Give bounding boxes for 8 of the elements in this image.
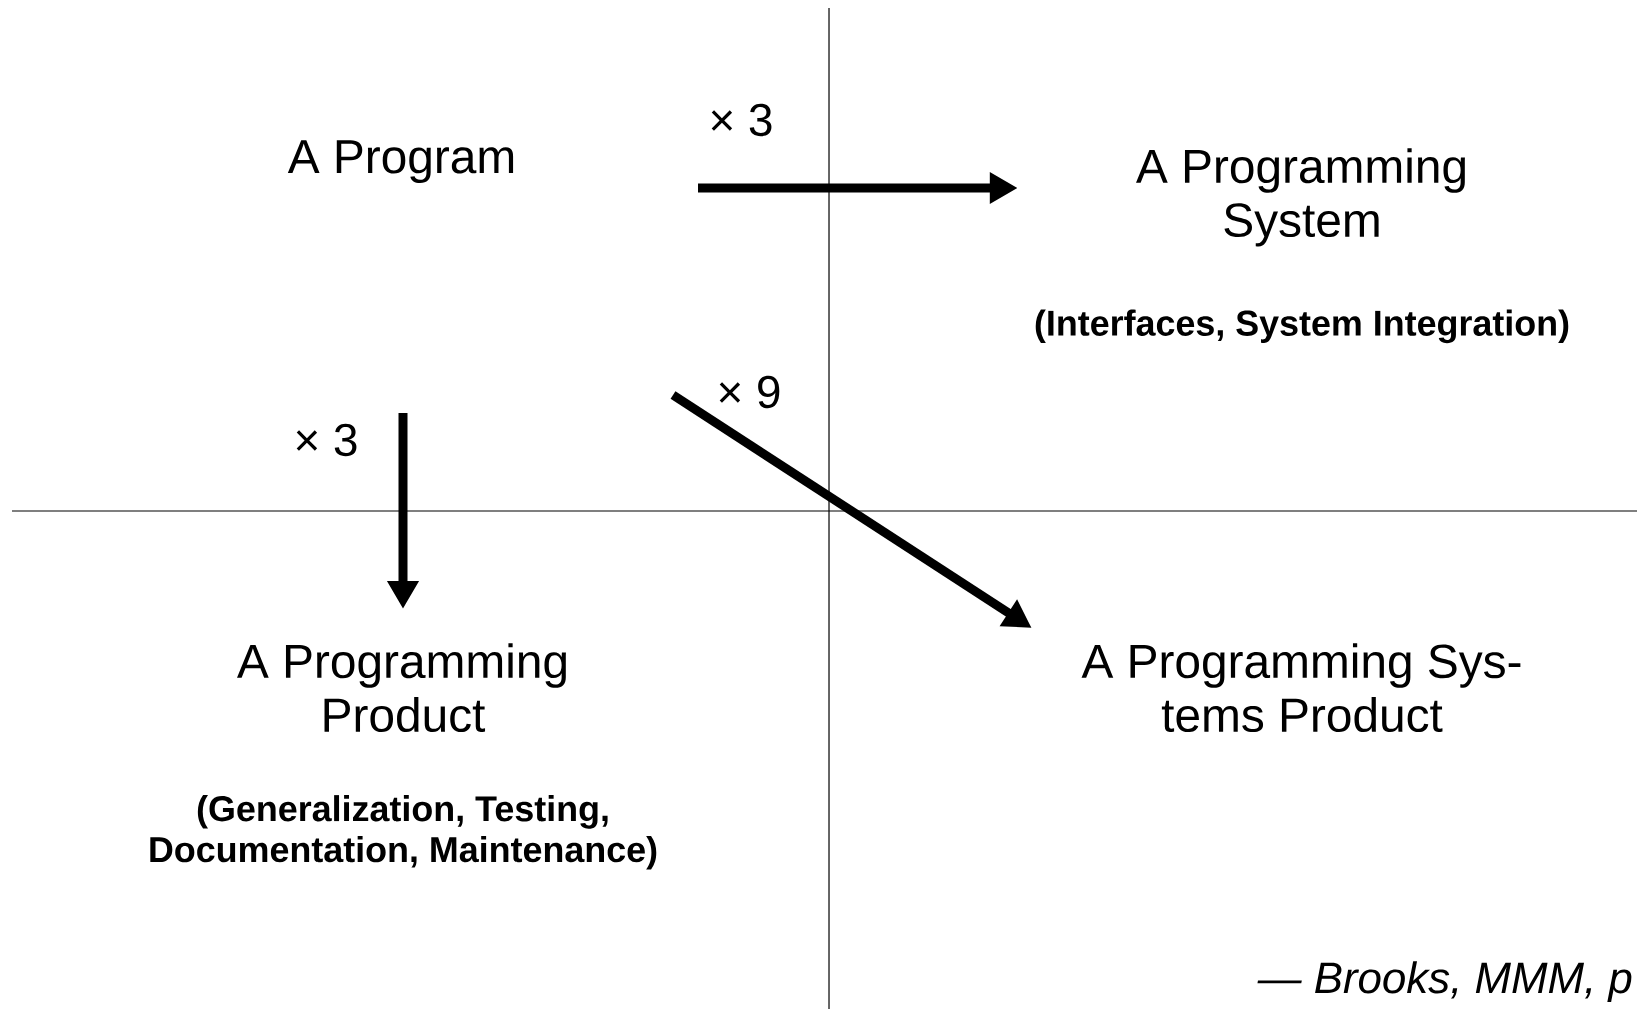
node-text: A Programming Product (Generalization, Testing, Documentation, Maintenance)	[150, 643, 657, 870]
edge-label: × 3	[711, 103, 772, 137]
node-text: A Programming Sys- tems Product	[1081, 643, 1521, 733]
edge-label: × 3	[296, 423, 357, 457]
node-text: A Program	[287, 140, 514, 183]
node-text: A Programming System (Interfaces, System Integration)	[1035, 148, 1569, 344]
edge-label: × 9	[719, 375, 780, 409]
attribution-text: — Brooks, MMM, p	[1257, 961, 1632, 1003]
